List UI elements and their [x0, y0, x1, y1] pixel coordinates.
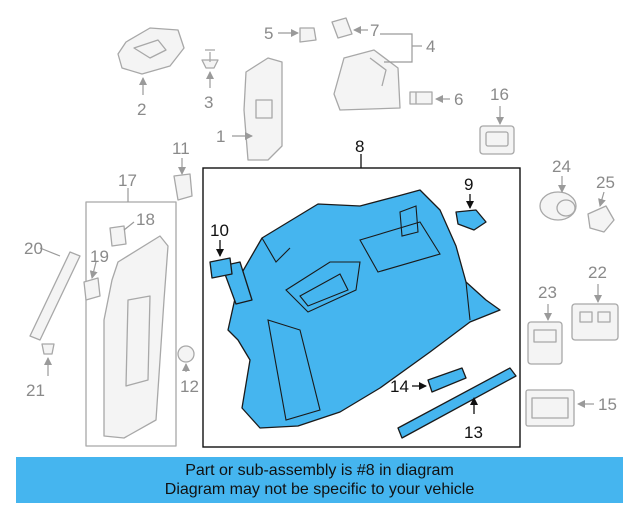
- part-15-plate: 15: [525, 389, 617, 427]
- callout-20: 20: [24, 239, 43, 258]
- callout-9: 9: [464, 175, 473, 194]
- part-7-bracket: 7: [331, 17, 379, 40]
- part-16-switch: 16: [479, 85, 515, 155]
- info-banner-line2: Diagram may not be specific to your vehi…: [164, 481, 475, 498]
- callout-23: 23: [538, 283, 557, 302]
- callout-15: 15: [598, 395, 617, 414]
- part-14-cover: 14: [390, 367, 467, 396]
- callout-4: 4: [426, 37, 435, 56]
- callout-5: 5: [264, 24, 273, 43]
- callout-10: 10: [210, 221, 229, 240]
- callout-1: 1: [216, 127, 225, 146]
- part-4-trim: 4: [333, 33, 435, 111]
- callout-11: 11: [172, 139, 190, 158]
- part-21-clip: 21: [26, 343, 55, 400]
- callout-21: 21: [26, 381, 45, 400]
- callout-2: 2: [137, 100, 146, 119]
- part-20-strip: 20: [24, 239, 81, 341]
- callout-13: 13: [464, 423, 483, 442]
- part-5-clip: 5: [264, 24, 317, 43]
- callout-25: 25: [596, 173, 615, 192]
- part-12-clip: 12: [177, 345, 199, 396]
- part-8-quarter-trim-panel: [221, 189, 501, 429]
- info-banner: Part or sub-assembly is #8 in diagram Di…: [16, 457, 623, 503]
- callout-7: 7: [370, 21, 379, 40]
- info-banner-line1: Part or sub-assembly is #8 in diagram: [185, 462, 454, 479]
- callout-19: 19: [90, 247, 109, 266]
- callout-24: 24: [552, 157, 571, 176]
- part-8-frame: 8: [202, 137, 521, 448]
- part-6-bolt: 6: [409, 90, 463, 109]
- part-10-clip: 10: [209, 221, 233, 279]
- callout-17: 17: [118, 171, 137, 190]
- part-23-switch: 23: [527, 283, 563, 365]
- part-11-clip: 11: [172, 139, 193, 201]
- callout-18: 18: [136, 210, 155, 229]
- callout-12: 12: [180, 377, 199, 396]
- part-19-clip: 19: [83, 247, 109, 301]
- callout-3: 3: [204, 93, 213, 112]
- part-17-assembly: 17: [85, 171, 177, 447]
- callout-16: 16: [490, 85, 509, 104]
- part-2-cover: 2: [117, 27, 185, 119]
- callout-22: 22: [588, 263, 607, 282]
- callout-14: 14: [390, 377, 409, 396]
- callout-6: 6: [454, 90, 463, 109]
- part-1-pillar-trim: 1: [216, 57, 283, 161]
- part-24-socket: 24: [539, 157, 577, 221]
- part-25-cap: 25: [587, 173, 615, 233]
- part-13-sill-strip: 13: [397, 367, 517, 442]
- part-3-clip: 3: [201, 49, 219, 112]
- part-9-bracket: 9: [455, 175, 487, 231]
- part-18-clip: 18: [109, 210, 155, 247]
- callout-8: 8: [355, 137, 364, 156]
- part-22-switch: 22: [571, 263, 619, 341]
